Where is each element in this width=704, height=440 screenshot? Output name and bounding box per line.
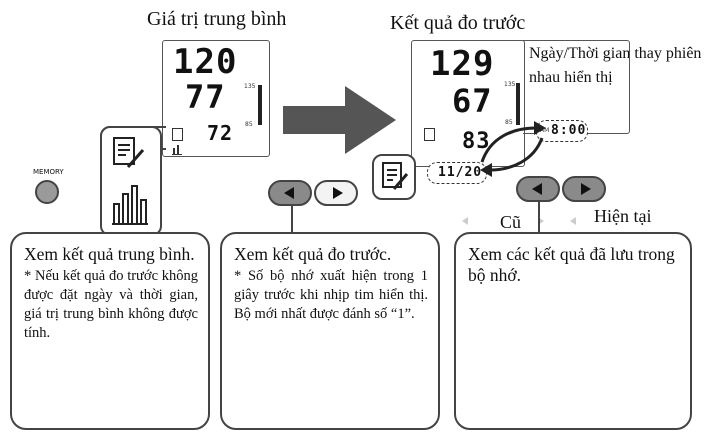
memory-description-box: Xem các kết quả đã lưu trong bộ nhớ. [454, 232, 692, 430]
ghost-arrows [462, 217, 582, 227]
memo-small-icon-2 [424, 128, 435, 141]
average-description-note: * Nếu kết quả đo trước không được đặt ng… [24, 268, 198, 341]
average-display: 120 77 72 135 85 [162, 40, 270, 157]
am-marker: AM [540, 127, 550, 134]
average-description-box: Xem kết quả trung bình. * Nếu kết quả đo… [10, 232, 210, 430]
memo-pencil-icon [372, 154, 416, 200]
previous-description-box: Xem kết quả đo trước. * Số bộ nhớ xuất h… [220, 232, 440, 430]
previous-display: 129 67 83 135 85 [411, 40, 525, 167]
memo-small-icon [172, 128, 183, 141]
old-button-pointer [538, 202, 540, 232]
average-pulse: 72 [207, 121, 234, 145]
previous-scale-low: 85 [505, 119, 513, 126]
time-value: 8:00 [551, 123, 587, 138]
average-diastolic: 77 [185, 78, 226, 116]
average-icon-group [100, 126, 162, 236]
previous-title: Kết quả đo trước [390, 12, 526, 34]
left-arrow-button-icon[interactable] [268, 180, 312, 206]
previous-description-heading: Xem kết quả đo trước. [234, 244, 392, 264]
time-indicator: AM 8:00 [536, 120, 588, 142]
average-scale-low: 85 [245, 121, 253, 128]
previous-level-bar [516, 83, 520, 125]
average-title: Giá trị trung bình [147, 8, 287, 30]
average-level-bar [258, 85, 262, 125]
date-indicator: 11/20 [427, 162, 487, 184]
memory-button-icon[interactable] [35, 180, 59, 204]
previous-diastolic: 67 [452, 82, 493, 120]
current-arrow-button[interactable] [562, 176, 606, 202]
right-arrow-button-icon[interactable] [314, 180, 358, 206]
date-value: 11/20 [438, 165, 483, 180]
old-label: Cũ [500, 212, 522, 232]
average-bars-icon [112, 185, 148, 225]
previous-systolic: 129 [430, 44, 495, 84]
average-small-icon [172, 145, 182, 155]
memo-pencil-icon-average [112, 137, 148, 225]
memory-description-heading: Xem các kết quả đã lưu trong bộ nhớ. [468, 244, 675, 285]
arrow-right-icon [283, 86, 396, 154]
average-description-heading: Xem kết quả trung bình. [24, 244, 195, 264]
previous-scale-high: 135 [504, 81, 516, 88]
average-scale-high: 135 [244, 83, 256, 90]
date-time-note: Ngày/Thời gian thay phiên nhau hiển thị [529, 45, 702, 86]
average-systolic: 120 [173, 42, 238, 82]
left-button-pointer [291, 206, 293, 234]
previous-pulse: 83 [462, 129, 491, 154]
alternate-arrows-icon [480, 121, 546, 177]
memory-label: MEMORY [33, 168, 64, 176]
old-arrow-button[interactable] [516, 176, 560, 202]
previous-description-note: * Số bộ nhớ xuất hiện trong 1 giây trước… [234, 268, 428, 322]
current-label: Hiện tại [594, 206, 652, 226]
